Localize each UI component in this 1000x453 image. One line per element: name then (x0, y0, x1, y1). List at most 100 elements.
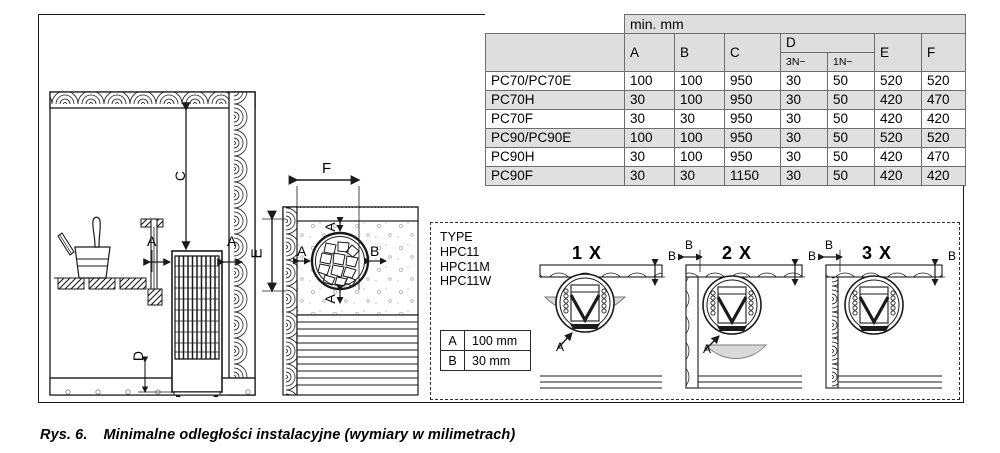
cell-a: 30 (624, 109, 675, 130)
config-3x-label-b-right: B (948, 249, 957, 263)
cell-c: 1150 (724, 166, 781, 187)
header-col-c: C (724, 33, 781, 73)
cell-a: 30 (624, 166, 675, 187)
cell-d-1n: 50 (827, 71, 875, 92)
ab-value-a: 100 mm (464, 330, 531, 351)
cell-f: 420 (920, 166, 967, 187)
cell-f: 420 (920, 109, 967, 130)
cell-c: 950 (724, 90, 781, 111)
table-row: PC90F 30 30 1150 30 50 420 420 (485, 166, 967, 187)
type-model-1: HPC11 (440, 244, 480, 259)
cell-b: 100 (674, 90, 725, 111)
type-block: TYPE HPC11 HPC11M HPC11W (440, 230, 491, 289)
config-title-3x: 3 X (862, 243, 893, 263)
dim-label-a-right: A (227, 233, 237, 249)
cell-d-3n: 30 (780, 71, 828, 92)
ab-row-a: A 100 mm (440, 330, 531, 351)
config-title-1x: 1 X (572, 243, 603, 263)
table-row: PC70F 30 30 950 30 50 420 420 (485, 109, 967, 130)
cell-f: 520 (920, 128, 967, 149)
dim-label-a-left: A (147, 233, 157, 249)
type-model-3: HPC11W (440, 274, 492, 289)
cell-d-1n: 50 (827, 90, 875, 111)
cell-a: 30 (624, 147, 675, 168)
cell-f: 470 (920, 90, 967, 111)
ab-key-a: A (440, 330, 465, 351)
cell-b: 100 (674, 147, 725, 168)
header-col-a: A (624, 33, 675, 73)
config-3x-label-b-top: B (825, 238, 834, 252)
header-col-b: B (674, 33, 725, 73)
caption-text: Minimalne odległości instalacyjne (wymia… (103, 427, 516, 443)
cell-a: 100 (624, 71, 675, 92)
cell-b: 30 (674, 166, 725, 187)
header-sub-3n: 3N~ (780, 52, 828, 73)
cell-d-1n: 50 (827, 147, 875, 168)
dim-label-e: E (248, 248, 266, 259)
dim-label-c: C (172, 170, 188, 182)
cell-c: 950 (724, 71, 781, 92)
cell-a: 30 (624, 90, 675, 111)
config-2x-label-b-top: B (685, 238, 694, 252)
table-header-letters-row: A B C D E F (485, 33, 967, 73)
type-heading: TYPE (440, 230, 473, 244)
cell-e: 520 (874, 128, 922, 149)
ab-dimension-table: A 100 mm B 30 mm (440, 330, 531, 371)
cell-b: 100 (674, 128, 725, 149)
config-1x-label-b: B (668, 249, 677, 263)
cell-b: 30 (674, 109, 725, 130)
cell-e: 420 (874, 147, 922, 168)
table-row: PC70H 30 100 950 30 50 420 470 (485, 90, 967, 111)
cell-e: 420 (874, 166, 922, 187)
dim-label-a-left-plan: A (297, 243, 307, 259)
header-col-e: E (874, 33, 922, 73)
table-row: PC90/PC90E 100 100 950 30 50 520 520 (485, 128, 967, 149)
config-1x-label-a: A (556, 340, 565, 354)
cell-e: 520 (874, 71, 922, 92)
cell-e: 420 (874, 109, 922, 130)
header-min-mm: min. mm (623, 13, 967, 35)
cell-f: 470 (920, 147, 967, 168)
cell-d-3n: 30 (780, 166, 828, 187)
cell-c: 950 (724, 147, 781, 168)
dim-label-a-top: A (322, 222, 338, 232)
cell-d-3n: 30 (780, 109, 828, 130)
dimension-table: min. mm A B C D E F 3N~ 1N~ PC70/PC70E 1… (485, 13, 967, 187)
header-col-f: F (920, 33, 967, 73)
dim-label-a-bottom: A (322, 294, 338, 304)
ab-row-b: B 30 mm (440, 350, 531, 371)
cell-model: PC90F (485, 166, 625, 187)
cell-c: 950 (724, 109, 781, 130)
cell-model: PC70H (485, 90, 625, 111)
figure-caption: Rys. 6. Minimalne odległości instalacyjne… (40, 427, 515, 443)
config-2x-label-a: A (703, 342, 712, 356)
caption-number: Rys. 6. (40, 427, 88, 443)
config-2x-label-b-right: B (808, 249, 817, 263)
cell-f: 520 (920, 71, 967, 92)
table-row: PC70/PC70E 100 100 950 30 50 520 520 (485, 71, 967, 92)
cell-model: PC90H (485, 147, 625, 168)
cell-model: PC70/PC70E (485, 71, 625, 92)
header-col-d: D (780, 33, 875, 54)
table-header-group-row: min. mm (485, 13, 967, 35)
dim-label-d: D (130, 350, 146, 362)
cell-model: PC90/PC90E (485, 128, 625, 149)
cell-b: 100 (674, 71, 725, 92)
cell-d-3n: 30 (780, 147, 828, 168)
cell-d-1n: 50 (827, 128, 875, 149)
config-panel-border (430, 222, 960, 400)
header-spacer (485, 14, 625, 35)
cell-e: 420 (874, 90, 922, 111)
ab-key-b: B (440, 350, 465, 371)
cell-c: 950 (724, 128, 781, 149)
dim-label-f: F (322, 160, 332, 177)
cell-model: PC70F (485, 109, 625, 130)
cell-d-3n: 30 (780, 90, 828, 111)
config-title-2x: 2 X (722, 243, 753, 263)
header-sub-1n: 1N~ (827, 52, 875, 73)
dim-label-b-right-plan: B (370, 243, 380, 259)
cell-d-3n: 30 (780, 128, 828, 149)
type-model-2: HPC11M (440, 259, 490, 274)
ab-value-b: 30 mm (464, 350, 531, 371)
